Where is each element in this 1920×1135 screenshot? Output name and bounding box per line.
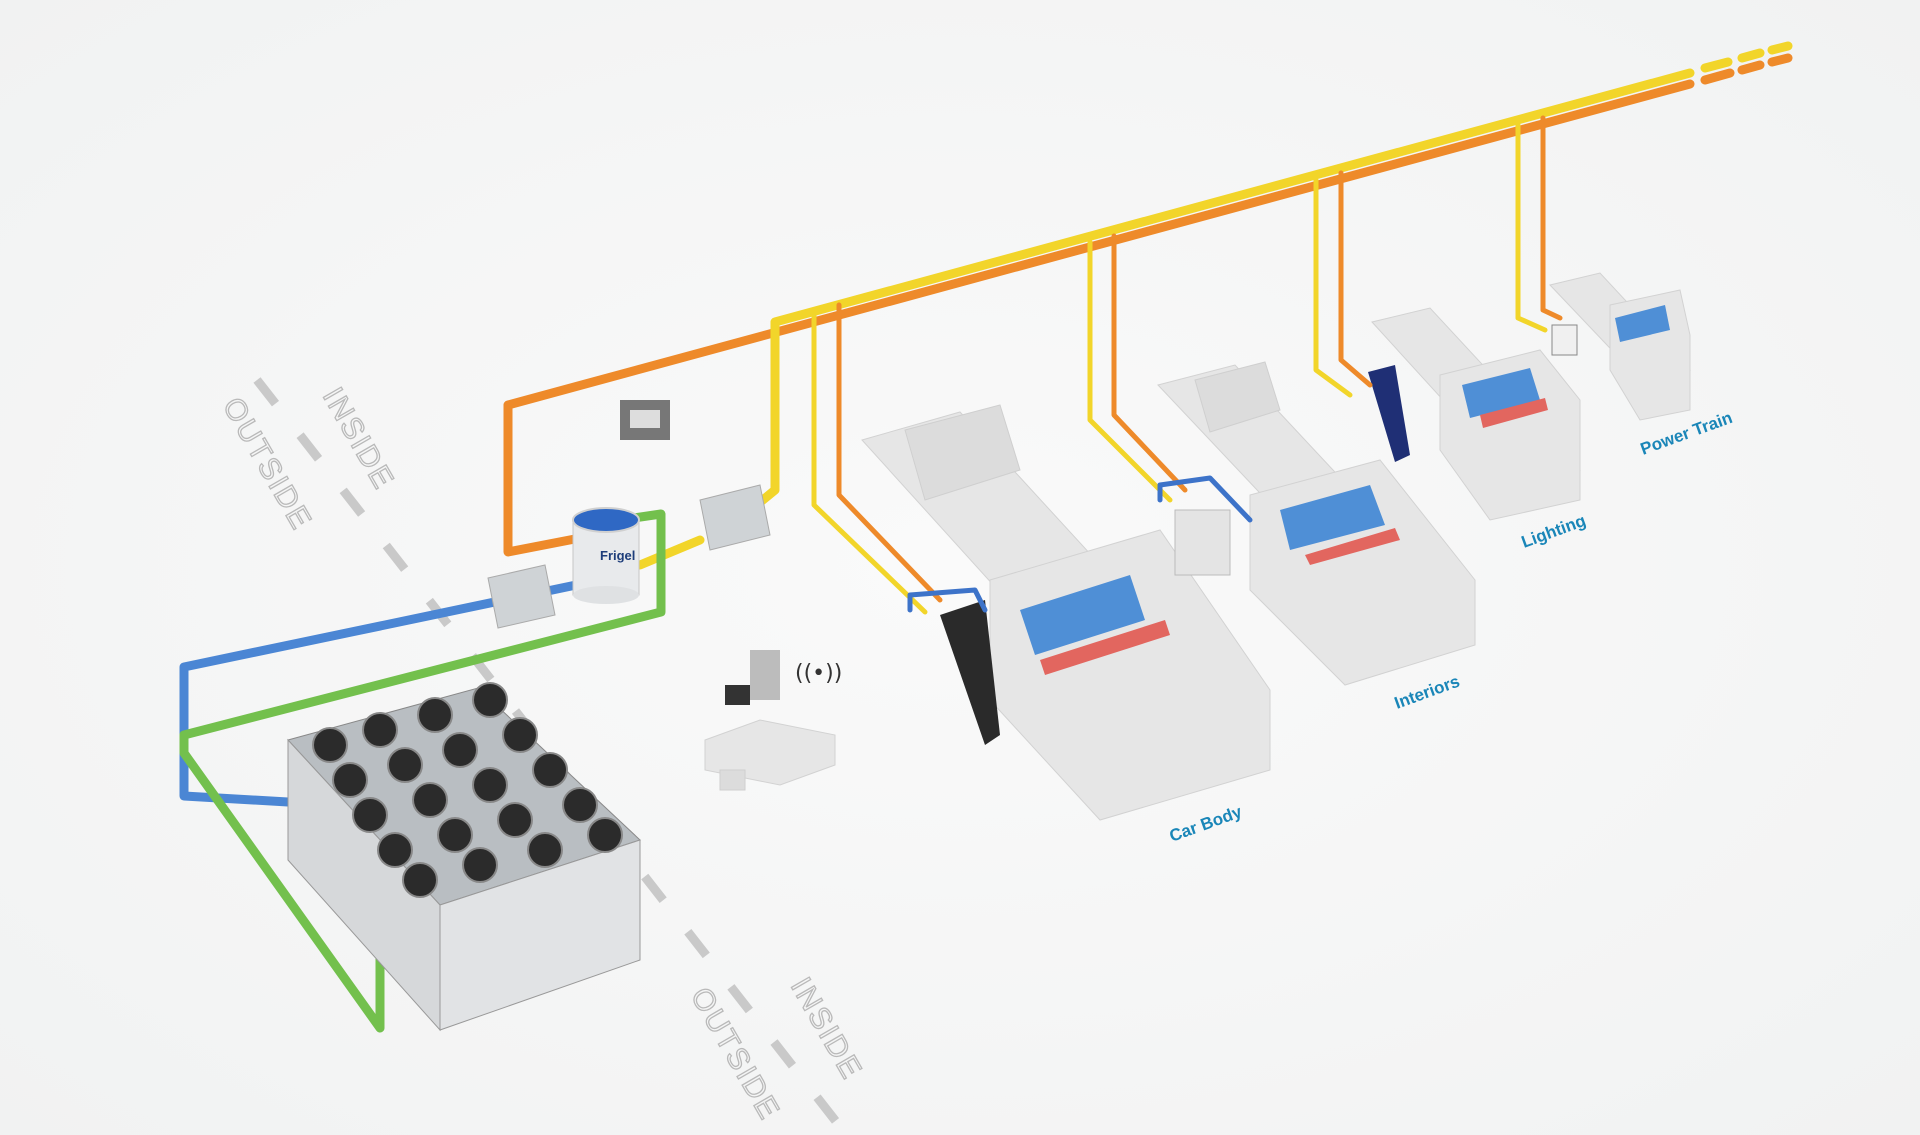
dry-cooler bbox=[287, 682, 641, 1032]
return-main-orange bbox=[503, 79, 1695, 557]
laptop-icon bbox=[725, 685, 750, 705]
machine-lighting bbox=[1368, 307, 1581, 521]
control-station: ((•)) bbox=[704, 650, 842, 791]
tank-brand-logo: Frigel bbox=[600, 548, 635, 563]
pipework bbox=[179, 41, 1793, 1033]
pump-manifold-right bbox=[699, 484, 771, 551]
buffer-tank: Frigel bbox=[572, 507, 640, 604]
inside-outside-boundary bbox=[253, 377, 849, 1135]
pump-manifold-left bbox=[487, 564, 556, 629]
outdoor-loop-green bbox=[179, 509, 666, 1033]
wifi-router-icon: ((•)) bbox=[795, 661, 842, 686]
machine-car-body bbox=[861, 404, 1271, 821]
label-inside-bottom: INSIDE bbox=[784, 972, 869, 1086]
zone-label-interiors: Interiors bbox=[1392, 672, 1462, 713]
label-outside-bottom: OUTSIDE bbox=[684, 982, 786, 1126]
zone-label-lighting: Lighting bbox=[1519, 511, 1588, 552]
fan-icons bbox=[312, 682, 623, 898]
machine-power-train bbox=[1549, 272, 1691, 421]
label-inside-top: INSIDE bbox=[316, 382, 401, 496]
machine-interiors bbox=[1157, 361, 1476, 686]
zone-label-car-body: Car Body bbox=[1167, 802, 1245, 846]
label-outside-top: OUTSIDE bbox=[216, 392, 318, 536]
